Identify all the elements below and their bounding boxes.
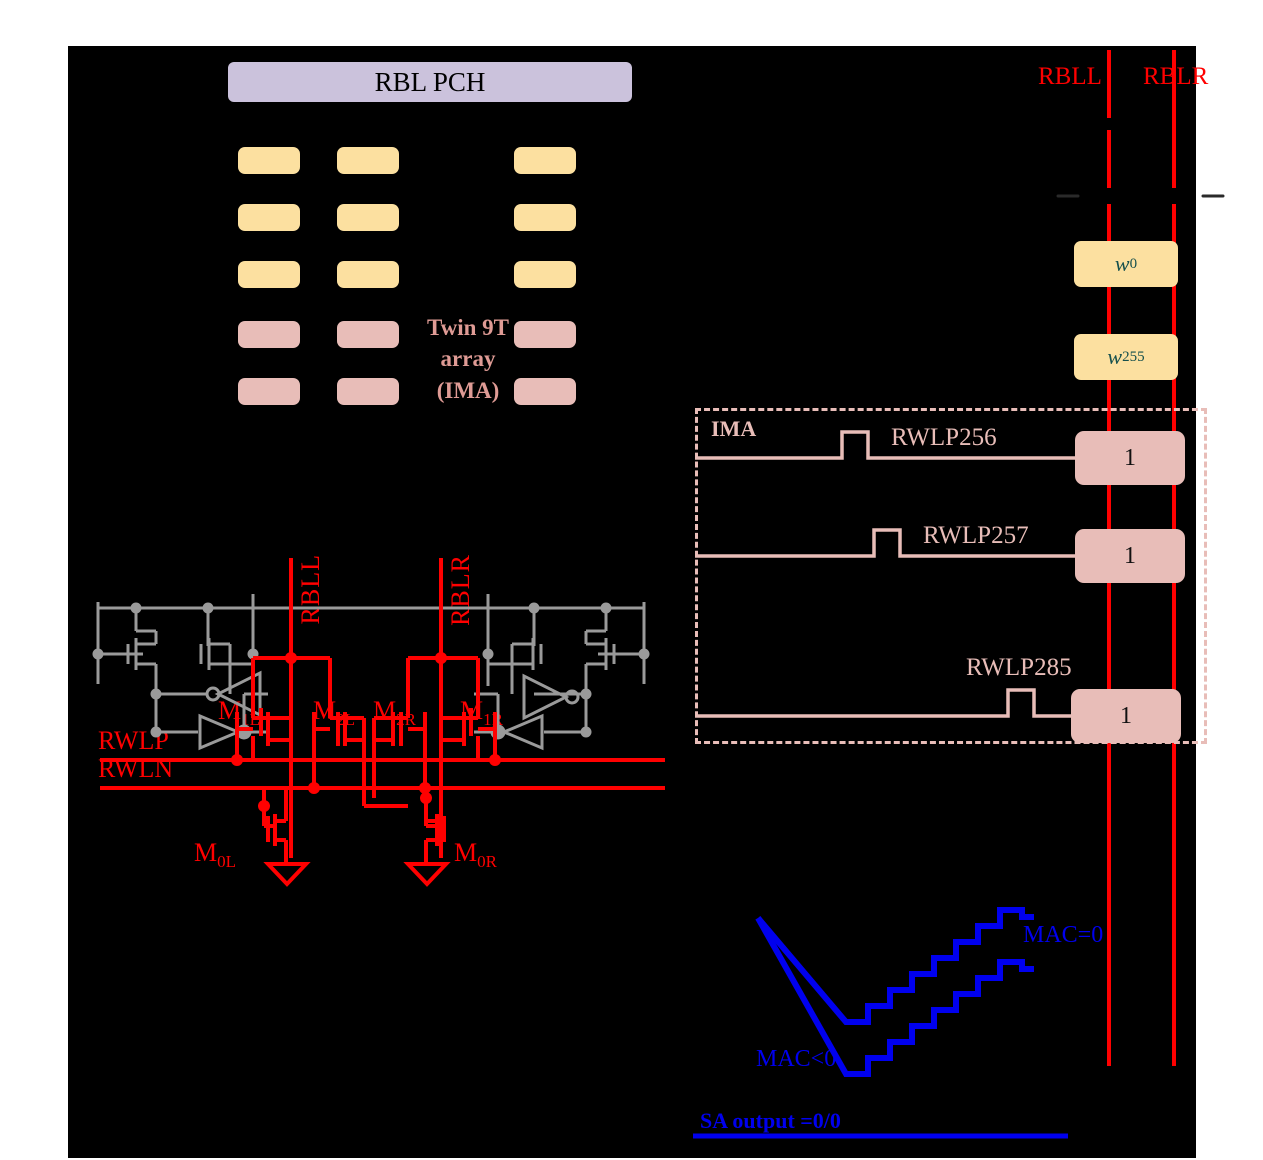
schematic-label-m1l: M1L (218, 696, 260, 730)
bitline-rblr-segment (1172, 50, 1176, 188)
ima-dashed-region (695, 408, 1207, 744)
transistor-name: M (194, 838, 218, 867)
schematic-label-m2r: M2R (373, 696, 416, 730)
array-block-yellow (337, 261, 399, 288)
transistor-name: M (218, 696, 242, 725)
schematic-label-rwlp: RWLP (98, 726, 169, 755)
schematic-label-rblr: RBLR (446, 554, 475, 626)
ima-label: IMA (711, 416, 757, 441)
schematic-label-m2l: M2L (313, 696, 355, 730)
weight-index: 0 (1129, 255, 1138, 272)
ima-cell-value: 1 (1120, 702, 1132, 729)
schematic-label-m0l: M0L (194, 838, 236, 872)
weight-symbol: w (1107, 344, 1123, 369)
twin-array-caption-line1: Twin 9T (426, 315, 510, 340)
ima-cell-value: 1 (1124, 542, 1136, 569)
array-block-yellow (238, 147, 300, 174)
array-block-yellow (337, 204, 399, 231)
rbl-pch-label: RBL PCH (374, 66, 486, 97)
schematic-label-m0r: M0R (454, 838, 497, 872)
transistor-sub: 2L (336, 710, 356, 730)
pulse-label-rwlp257: RWLP257 (923, 522, 1029, 549)
array-block-yellow (514, 261, 576, 288)
ima-cell-box: 1 (1075, 529, 1185, 583)
ima-cell-box: 1 (1075, 431, 1185, 485)
pulse-label-rwlp256: RWLP256 (891, 424, 997, 451)
schematic-label-rbll: RBLL (296, 554, 325, 625)
array-block-yellow (514, 204, 576, 231)
twin-array-caption-line3: (IMA) (436, 377, 500, 403)
array-block-yellow (337, 147, 399, 174)
array-block-yellow (514, 147, 576, 174)
array-block-pink (337, 378, 399, 405)
waveform-label-mac-eq-0: MAC=0 (1023, 922, 1104, 948)
schematic-label-rwln: RWLN (98, 754, 174, 783)
weight-index: 255 (1122, 348, 1145, 365)
twin-array-caption: Twin 9T array (IMA) (398, 312, 538, 406)
ima-cell-box: 1 (1071, 689, 1181, 743)
array-block-pink (238, 321, 300, 348)
array-block-yellow (238, 261, 300, 288)
bitline-rbll-segment (1107, 130, 1111, 188)
transistor-name: M (454, 838, 478, 867)
bitline-rbll-segment (1107, 204, 1111, 1066)
ima-cell-value: 1 (1124, 444, 1136, 471)
array-block-pink (337, 321, 399, 348)
transistor-sub: 1L (241, 710, 261, 730)
pulse-label-rwlp285: RWLP285 (966, 654, 1072, 681)
transistor-name: M (373, 696, 397, 725)
array-block-yellow (238, 204, 300, 231)
waveform-label-mac-lt-0: MAC<0 (756, 1046, 837, 1072)
transistor-name: M (313, 696, 337, 725)
sa-output-label: SA output =0/0 (700, 1108, 841, 1133)
bitline-rblr-segment (1172, 204, 1176, 1066)
transistor-sub: 0R (477, 852, 497, 872)
array-block-pink (514, 378, 576, 405)
figure-canvas: RBL PCH Twin 9T array (IMA) RBLL RBLR (68, 46, 1225, 1158)
transistor-sub: 1R (483, 710, 503, 730)
weight-symbol: w (1114, 251, 1130, 276)
array-block-pink (514, 321, 576, 348)
transistor-sub: 2R (396, 710, 416, 730)
transistor-sub: 0L (217, 852, 237, 872)
transistor-name: M (460, 696, 484, 725)
bitline-rbll-segment (1107, 50, 1111, 118)
bitline-label-rbll: RBLL (1038, 63, 1102, 90)
rbl-pch-bar: RBL PCH (228, 62, 632, 102)
array-block-pink (238, 378, 300, 405)
schematic-label-m1r: M1R (460, 696, 503, 730)
twin-array-caption-line2: array (440, 346, 496, 372)
